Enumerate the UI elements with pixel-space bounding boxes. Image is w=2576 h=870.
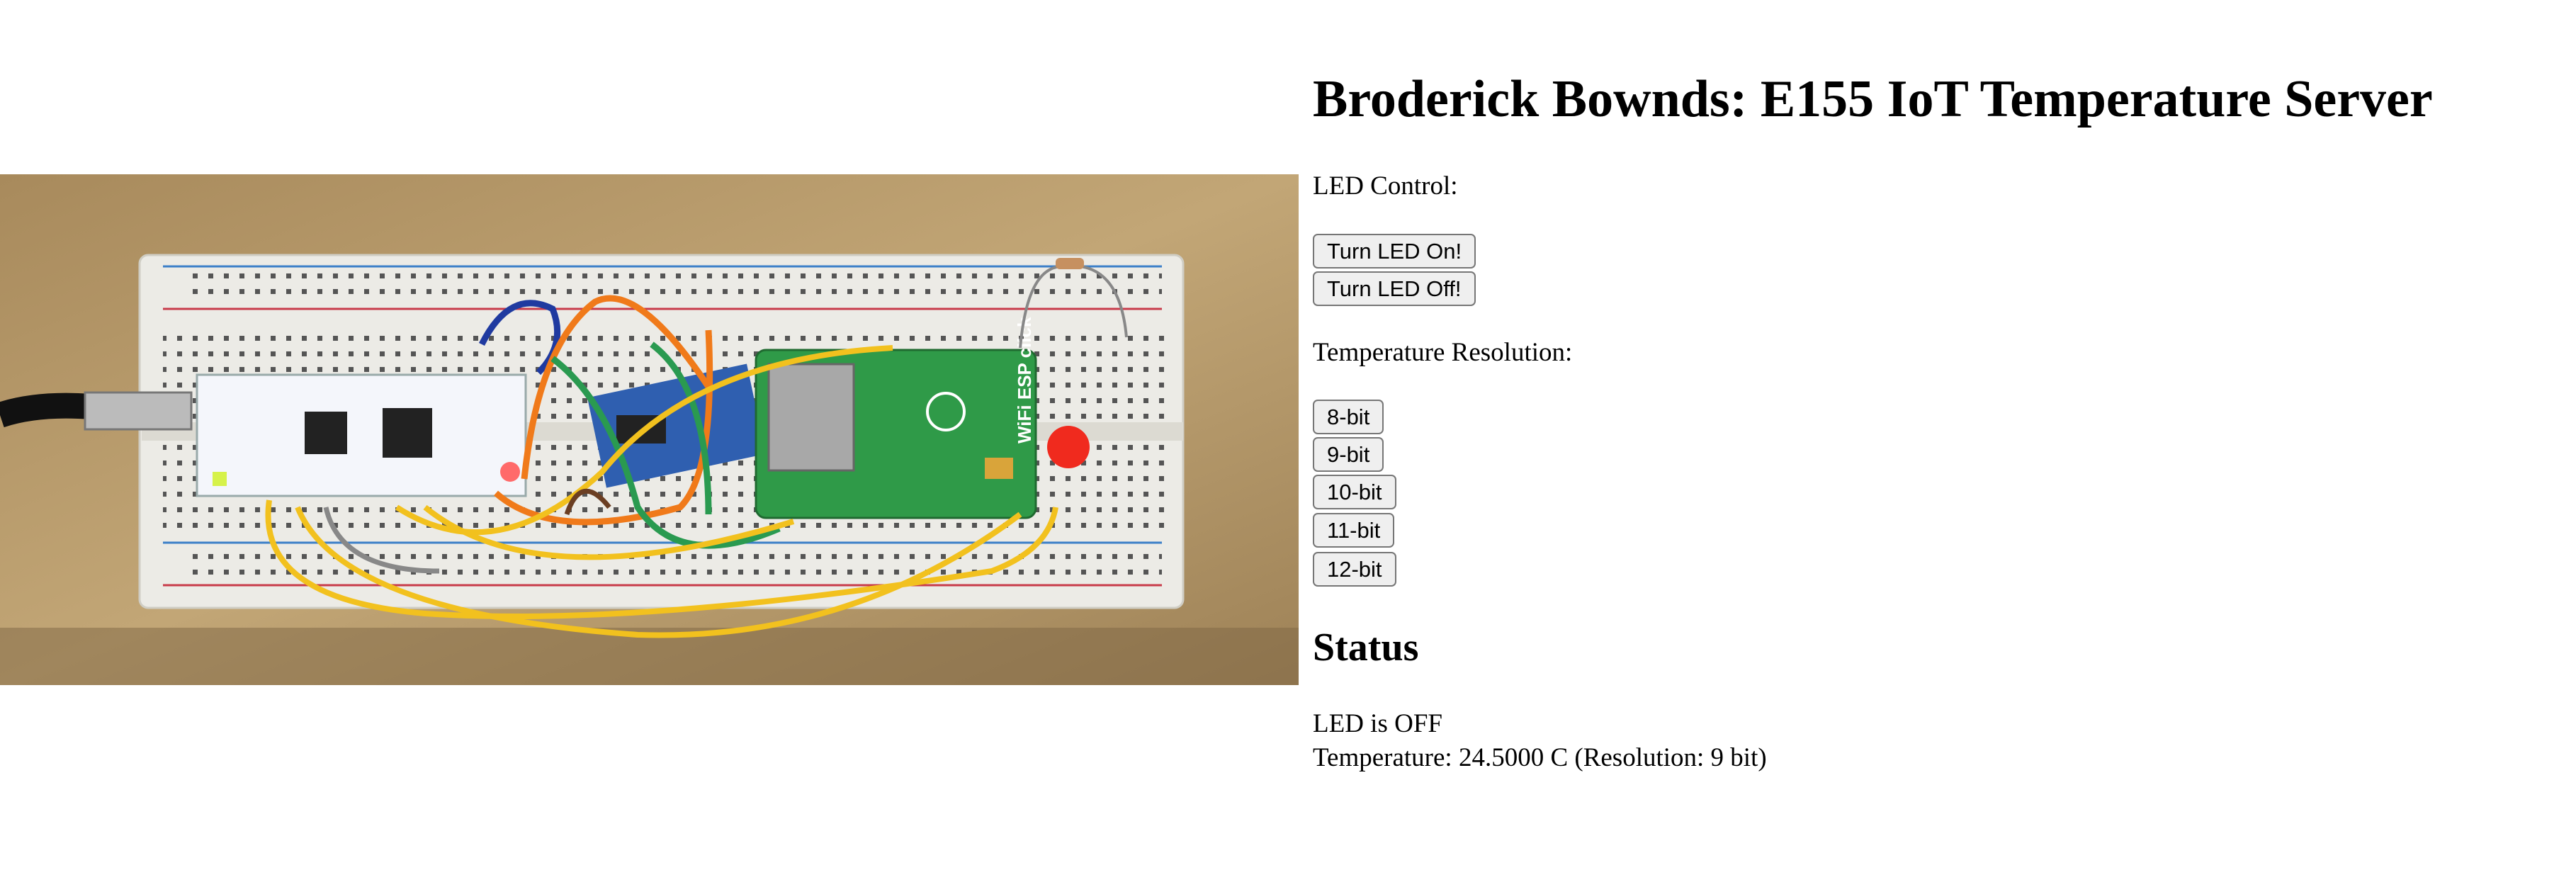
turn-led-off-button[interactable]: Turn LED Off!	[1313, 271, 1476, 306]
temperature-resolution-label: Temperature Resolution:	[1313, 338, 1573, 367]
resolution-12bit-button[interactable]: 12-bit	[1313, 552, 1396, 587]
status-heading: Status	[1313, 626, 1419, 670]
board-label: WiFi ESP click	[1014, 317, 1035, 444]
breadboard-photo: WiFi ESP click	[0, 174, 1299, 685]
resolution-9bit-button[interactable]: 9-bit	[1313, 437, 1384, 472]
resolution-10bit-button[interactable]: 10-bit	[1313, 475, 1396, 509]
page-title: Broderick Bownds: E155 IoT Temperature S…	[1313, 70, 2433, 128]
led-status-text: LED is OFF	[1313, 709, 1442, 738]
led-control-label: LED Control:	[1313, 171, 1458, 200]
resolution-11bit-button[interactable]: 11-bit	[1313, 513, 1395, 548]
resolution-8bit-button[interactable]: 8-bit	[1313, 400, 1384, 434]
temperature-status-text: Temperature: 24.5000 C (Resolution: 9 bi…	[1313, 743, 1767, 772]
turn-led-on-button[interactable]: Turn LED On!	[1313, 234, 1476, 269]
